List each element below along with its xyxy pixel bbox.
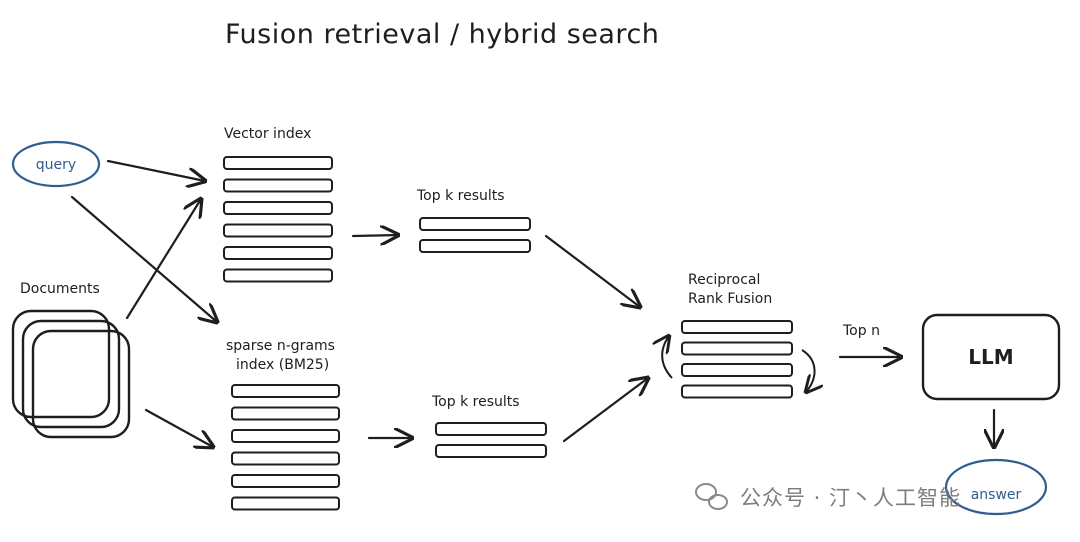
rrf-rerank-arrow-right xyxy=(801,349,815,392)
arrow-query-to-vector-index xyxy=(106,159,205,181)
arrow-documents-to-vector-index xyxy=(125,199,201,320)
top-k-results-upper xyxy=(419,217,531,253)
vector-index-row-6 xyxy=(223,268,333,283)
sparse-index-row-1 xyxy=(231,384,340,398)
top-k-upper-row-1 xyxy=(419,217,531,231)
sparse-index-rows xyxy=(231,384,340,511)
wechat-icon xyxy=(695,483,728,510)
top-k-label-upper: Top k results xyxy=(416,188,505,204)
sparse-index-row-5 xyxy=(231,474,340,488)
top-k-results-lower xyxy=(435,422,547,458)
sparse-index-label-line1: sparse n-grams xyxy=(226,338,335,354)
arrow-query-to-sparse-index xyxy=(70,195,217,322)
llm-box xyxy=(921,313,1061,401)
answer-label: answer xyxy=(971,487,1022,503)
rrf-label-line1: Reciprocal xyxy=(688,272,760,288)
rrf-label-line2: Rank Fusion xyxy=(688,291,772,307)
rrf-row-2 xyxy=(681,341,793,356)
arrow-top-k-upper-to-rrf xyxy=(544,234,640,307)
sparse-index-label-line2: index (BM25) xyxy=(236,357,329,373)
rrf-row-4 xyxy=(681,384,793,399)
sparse-index-row-6 xyxy=(231,496,340,511)
arrow-vector-index-to-top-k xyxy=(351,235,398,236)
query-label: query xyxy=(36,157,76,173)
top-k-upper-row-2 xyxy=(419,239,531,253)
rrf-rerank-arrow-left xyxy=(662,336,673,379)
sparse-index-row-2 xyxy=(231,406,340,421)
vector-index-row-2 xyxy=(223,178,333,193)
rrf-row-3 xyxy=(681,363,793,377)
query-ellipse xyxy=(11,140,101,188)
vector-index-row-4 xyxy=(223,223,333,238)
arrow-top-k-lower-to-rrf xyxy=(562,378,648,443)
sparse-index-row-3 xyxy=(231,429,340,443)
rrf-rows xyxy=(681,320,793,399)
top-k-lower-row-1 xyxy=(435,422,547,436)
documents-stack-icon xyxy=(11,309,131,439)
top-k-label-lower: Top k results xyxy=(431,394,520,410)
documents-label: Documents xyxy=(20,281,100,297)
watermark-text: 公众号 · 汀丶人工智能 xyxy=(740,486,961,510)
vector-index-row-1 xyxy=(223,156,333,170)
answer-ellipse xyxy=(944,458,1048,516)
watermark: 公众号 · 汀丶人工智能 xyxy=(695,483,961,510)
answer-node: answer xyxy=(944,458,1048,516)
document-card-front xyxy=(31,329,131,439)
vector-index-row-3 xyxy=(223,201,333,215)
document-card-back xyxy=(11,309,111,419)
top-k-lower-row-2 xyxy=(435,444,547,458)
sparse-index-row-4 xyxy=(231,451,340,466)
top-n-label: Top n xyxy=(842,323,880,339)
query-node: query xyxy=(11,140,101,188)
arrow-documents-to-sparse-index xyxy=(144,408,213,447)
vector-index-rows xyxy=(223,156,333,283)
vector-index-label: Vector index xyxy=(224,126,311,142)
document-card-middle xyxy=(21,319,121,429)
llm-node: LLM xyxy=(921,313,1061,401)
llm-label: LLM xyxy=(968,345,1013,369)
diagram-title: Fusion retrieval / hybrid search xyxy=(225,19,659,50)
rrf-row-1 xyxy=(681,320,793,334)
vector-index-row-5 xyxy=(223,246,333,260)
